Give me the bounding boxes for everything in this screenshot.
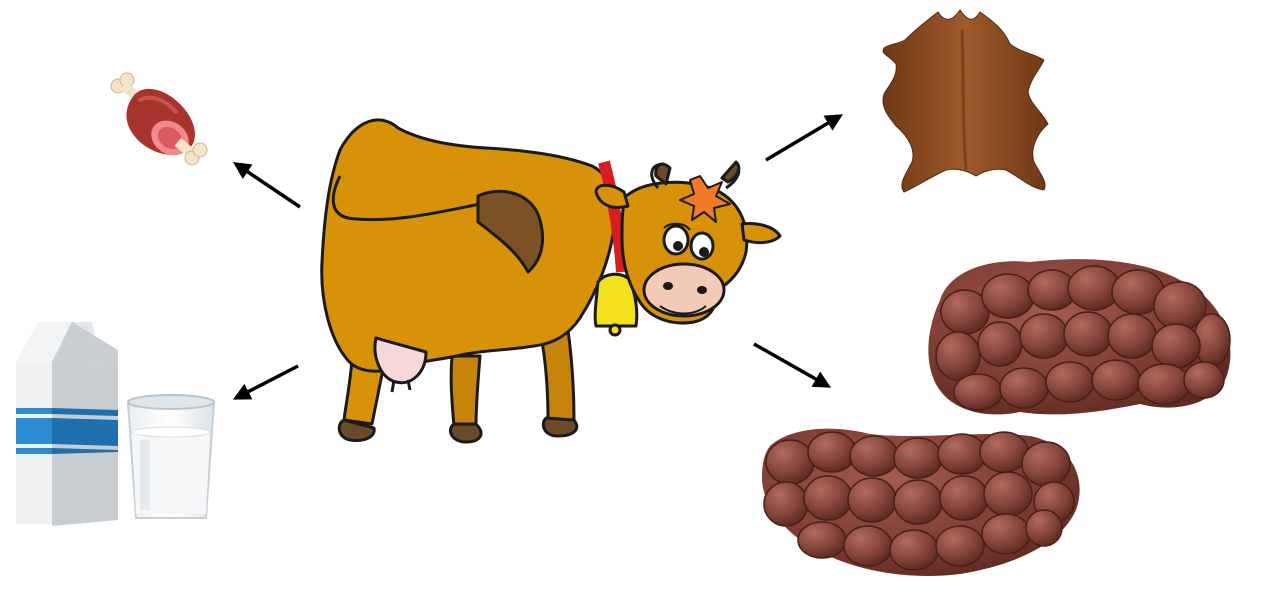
arrow-to-hide [766, 116, 840, 160]
cow-icon [322, 120, 780, 442]
arrow-to-milk [236, 366, 298, 398]
meat-icon [111, 73, 207, 165]
hide-icon [883, 10, 1048, 192]
arrow-to-kidneys [754, 344, 828, 386]
milk-icon [16, 322, 214, 526]
arrow-to-meat [236, 164, 300, 207]
kidneys-icon [762, 259, 1230, 576]
